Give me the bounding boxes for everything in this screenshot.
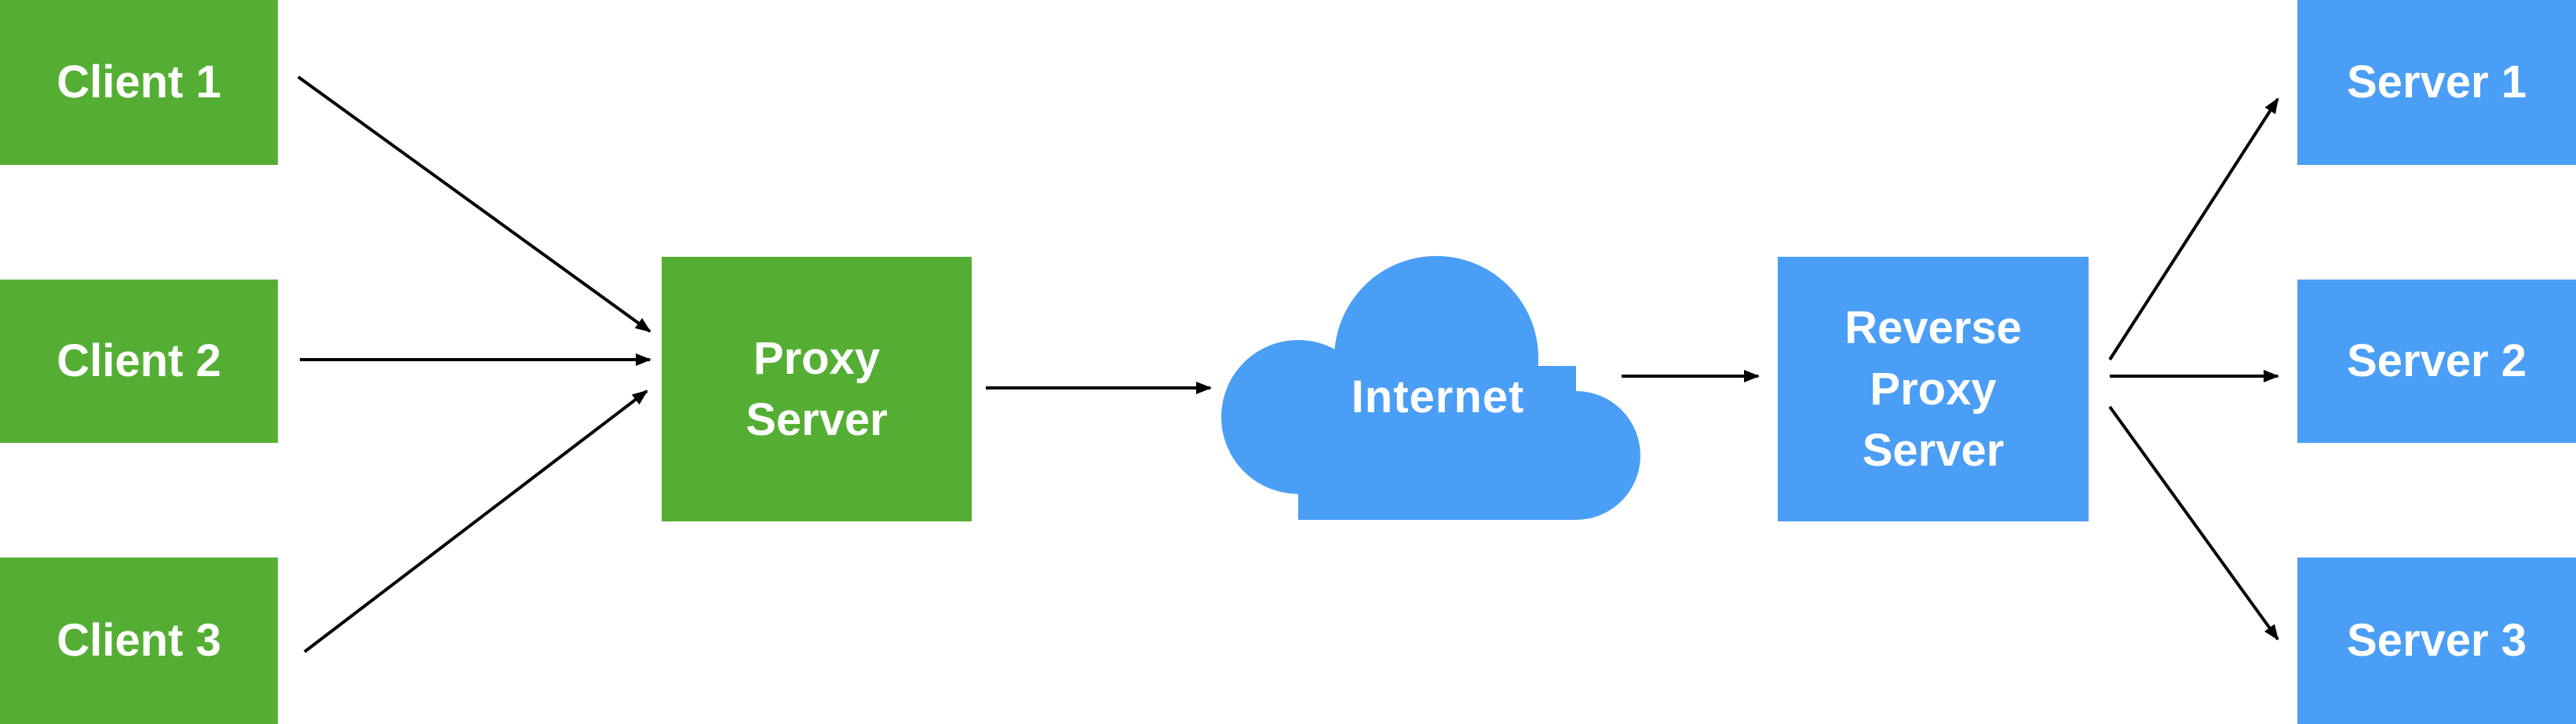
server-2-box: Server 2: [2297, 280, 2576, 443]
client-2-box: Client 2: [0, 280, 278, 443]
server-1-label: Server 1: [2347, 57, 2527, 108]
arrow-client3-to-proxy: [303, 389, 648, 653]
server-3-label: Server 3: [2347, 615, 2527, 666]
internet-label: Internet: [1351, 371, 1525, 422]
proxy-server-label: Proxy Server: [746, 332, 888, 445]
server-2-label: Server 2: [2347, 335, 2527, 386]
arrow-client1-to-proxy: [297, 75, 651, 333]
server-1-box: Server 1: [2297, 0, 2576, 165]
client-1-label: Client 1: [57, 57, 221, 108]
arrow-reverse-proxy-to-server3: [2108, 405, 2279, 641]
client-2-label: Client 2: [57, 335, 221, 386]
proxy-server-box: Proxy Server: [662, 257, 972, 521]
cloud-icon: [1221, 256, 1640, 520]
server-3-box: Server 3: [2297, 558, 2576, 724]
reverse-proxy-server-box: Reverse Proxy Server: [1778, 257, 2089, 521]
reverse-proxy-server-label: Reverse Proxy Server: [1844, 302, 2022, 476]
client-3-box: Client 3: [0, 558, 278, 724]
arrow-reverse-proxy-to-server1: [2108, 97, 2279, 361]
internet-cloud: Internet: [1221, 256, 1655, 520]
client-3-label: Client 3: [57, 615, 221, 666]
client-1-box: Client 1: [0, 0, 278, 165]
